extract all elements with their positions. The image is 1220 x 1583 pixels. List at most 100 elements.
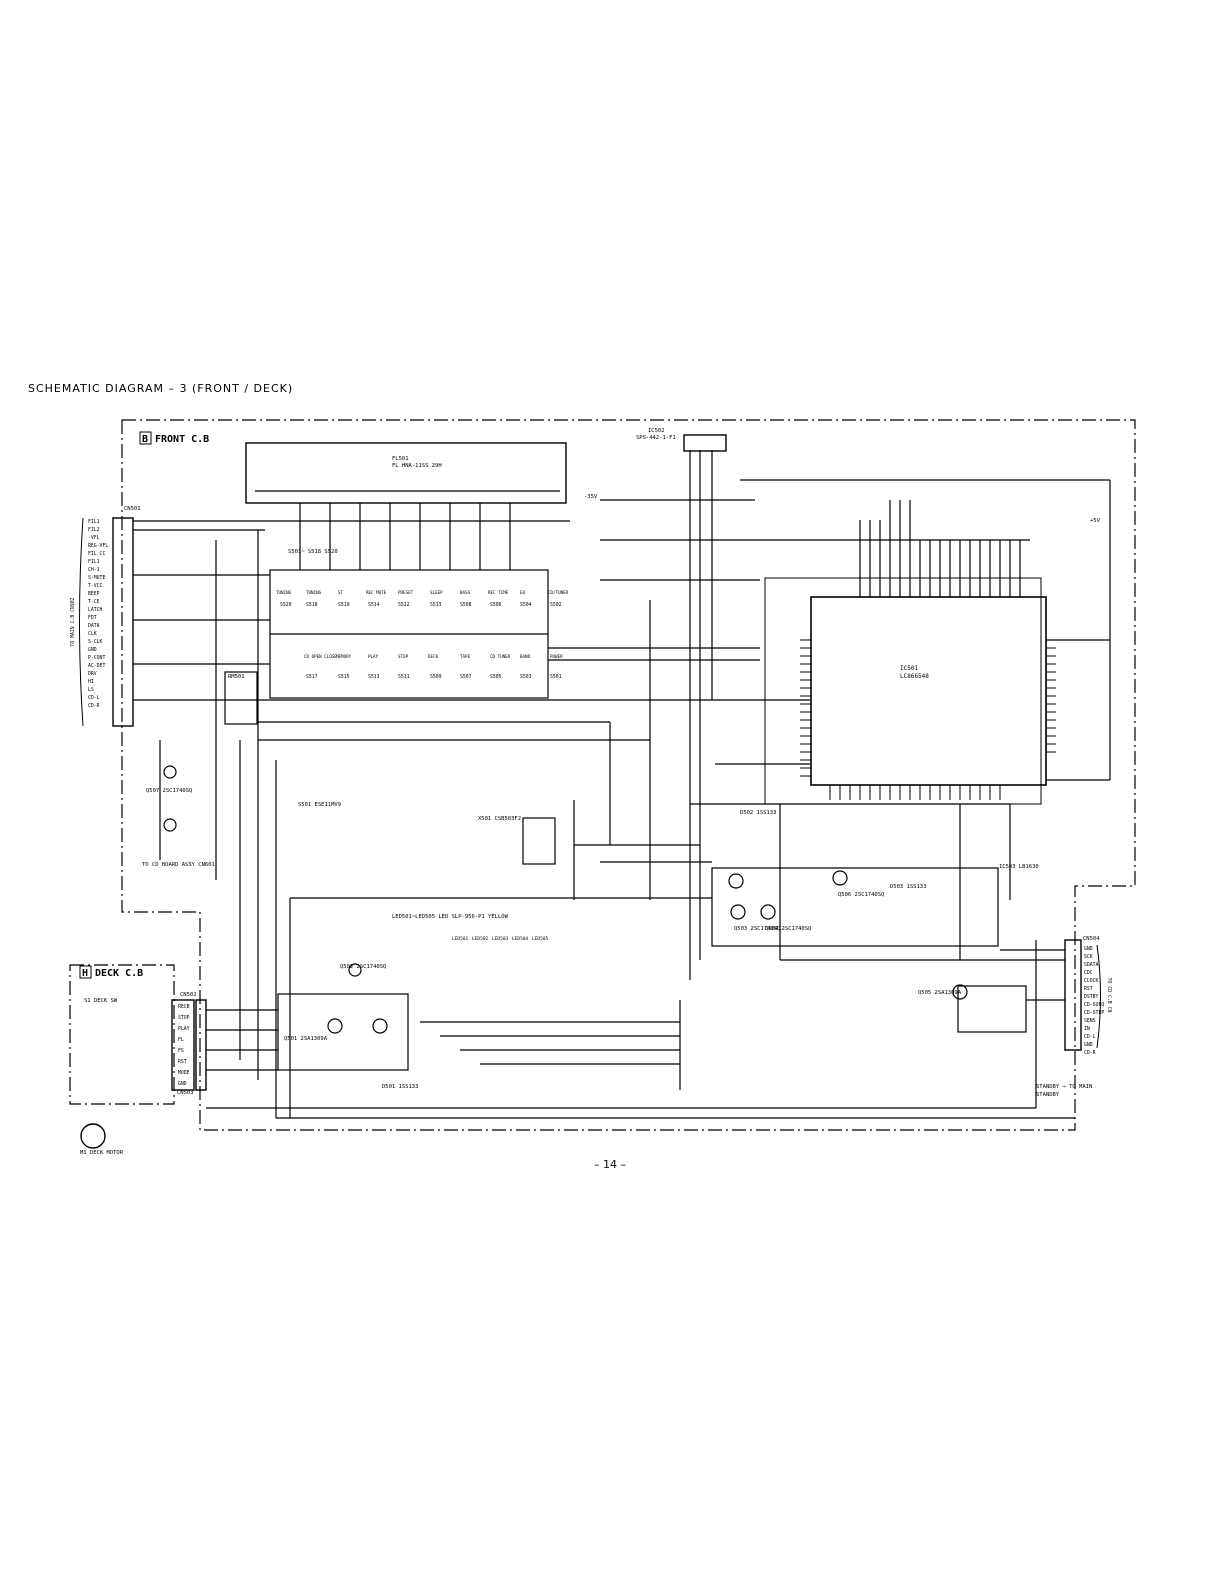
switch-label: PRESET — [398, 590, 414, 595]
cn502-label: CN502 — [180, 992, 197, 998]
switch-keys: S520 S518 S519 S514 S512 S513 S508 S506 … — [280, 602, 562, 680]
switch-label: ST — [338, 590, 344, 595]
standby-label: STANDBY — [1036, 1092, 1060, 1098]
q505-label: Q505 2SA1309A — [918, 990, 962, 996]
left-signal: FDT — [88, 615, 97, 621]
switch-key: S513 — [368, 674, 380, 680]
ic-ref: IC501 — [900, 665, 918, 672]
left-signal: S-MUTE — [88, 575, 105, 581]
switch-key: S506 — [490, 602, 502, 608]
switch-labels: TUNING TUNING ST REC MUTE PRESET SLEEP B… — [276, 590, 569, 659]
left-signal: DRV — [88, 671, 97, 677]
page-title: SCHEMATIC DIAGRAM – 3 (FRONT / DECK) — [28, 382, 294, 395]
deck-signal: FL — [178, 1037, 184, 1043]
left-signal: CD-R — [88, 703, 100, 709]
switch-key: S502 — [550, 602, 562, 608]
led-ref: LED504 — [512, 936, 529, 942]
cn501-label: CN501 — [124, 506, 141, 512]
deck-signal: PLAY — [178, 1026, 190, 1032]
switch-header: S501~ S518 S520 — [288, 549, 338, 555]
left-signal: -VFL — [88, 535, 100, 541]
front-board-name: FRONT C.B — [155, 434, 209, 445]
left-signal: FIL CC — [88, 551, 105, 557]
q503-label: Q503 2SC1740SQ — [734, 926, 780, 932]
switch-label: CD/TUNER — [548, 590, 569, 595]
d503-label: D503 1SS133 — [890, 884, 926, 890]
voltage-35: -35V — [584, 494, 598, 500]
switch-label: CD OPEN CLOSE — [304, 654, 337, 659]
right-signal: GND — [1084, 1042, 1093, 1048]
d502-label: D502 1SS133 — [740, 810, 776, 816]
switch-label: STOP — [398, 654, 409, 659]
motor-label: M1 DECK MOTOR — [80, 1150, 124, 1156]
d501-label: D501 1SS133 — [382, 1084, 418, 1090]
switch-key: S504 — [520, 602, 532, 608]
front-board-outline — [121, 419, 1136, 1131]
cn504-block — [1064, 939, 1082, 1051]
switch-label: BAND — [520, 654, 531, 659]
switch-key: S501 — [550, 674, 562, 680]
switch-label: EQ — [520, 590, 526, 595]
left-signal: FIL1 — [88, 559, 100, 565]
switch-key: S518 — [306, 602, 318, 608]
switch-label: PLAY — [368, 654, 379, 659]
switch-label: TUNING — [306, 590, 322, 595]
deck-signal-labels: RECB STOP PLAY FL FS RST MODE GND — [178, 1004, 190, 1087]
left-signal: T-CE — [88, 599, 100, 605]
left-signal: LS — [88, 687, 94, 693]
left-signal: LATCH — [88, 607, 103, 613]
switch-label: POWER — [550, 654, 563, 659]
led-refs: LED501 LED502 LED503 LED504 LED505 — [452, 936, 549, 942]
front-board-letter: B — [142, 434, 148, 445]
switch-key: S511 — [398, 674, 410, 680]
cn503-block — [195, 999, 207, 1091]
deck-board-name: DECK C.B — [95, 968, 143, 979]
cn502-block — [171, 999, 195, 1091]
q501-label: Q501 2SA1309A — [284, 1036, 328, 1042]
deck-board-letter: H — [82, 968, 88, 979]
q507-label: Q507 2SC1740SQ — [146, 788, 192, 794]
right-signal: RST — [1084, 986, 1093, 992]
left-signal: P-CONT — [88, 655, 105, 661]
right-signal: CLOCK — [1084, 978, 1099, 984]
ic503-label: IC503 LB1630 — [999, 864, 1039, 870]
right-signal: GND — [1084, 946, 1093, 952]
fl-display-outline — [245, 442, 567, 504]
voltage-5v: +5V — [1090, 518, 1101, 524]
switch-key: S514 — [368, 602, 380, 608]
left-signal: AC-DET — [88, 663, 105, 669]
switch-label: CD TUNER — [490, 654, 511, 659]
left-signal-labels: FIL1 FIL2 -VFL REG-VFL FIL CC FIL1 CH-1 … — [88, 519, 108, 709]
ic501-body — [810, 596, 1047, 786]
switch-label: TAPE — [460, 654, 471, 659]
switch-label: REC TIME — [488, 590, 509, 595]
left-signal: FIL2 — [88, 527, 100, 533]
motor-symbol — [80, 1123, 106, 1149]
right-signal-labels: GND SCK SDATA CDC CLOCK RST DSTBY CD-SUB… — [1084, 946, 1104, 1056]
switch-key: S507 — [460, 674, 472, 680]
cn501-block — [112, 517, 134, 727]
led-ref: LED505 — [532, 936, 549, 942]
deck-board-outline — [69, 964, 175, 1105]
left-signal: DATA — [88, 623, 100, 629]
left-signal: HI — [88, 679, 94, 685]
cd-board-note: TO CD BOARD ASSY CN601 — [142, 862, 215, 868]
switch-key: S513 — [430, 602, 442, 608]
right-signal: SDATA — [1084, 962, 1099, 968]
led-ref: LED503 — [492, 936, 509, 942]
ic-part: LC866548 — [900, 673, 929, 680]
switch-key: S503 — [520, 674, 532, 680]
switch-label: TUNING — [276, 590, 292, 595]
switch-label: DECK — [428, 654, 439, 659]
page-number: – 14 – — [594, 1158, 626, 1171]
deck-signal: RST — [178, 1059, 187, 1065]
left-signal: CD-L — [88, 695, 100, 701]
left-signal: CLK — [88, 631, 97, 637]
switch-key: S509 — [430, 674, 442, 680]
switch-key: S505 — [490, 674, 502, 680]
q504-label: Q504 2SC1740SQ — [765, 926, 811, 932]
switch-label: MEMORY — [336, 654, 352, 659]
right-signal: CD-R — [1084, 1050, 1096, 1056]
left-side-label: TO MAIN C.B CN902 — [70, 597, 76, 646]
